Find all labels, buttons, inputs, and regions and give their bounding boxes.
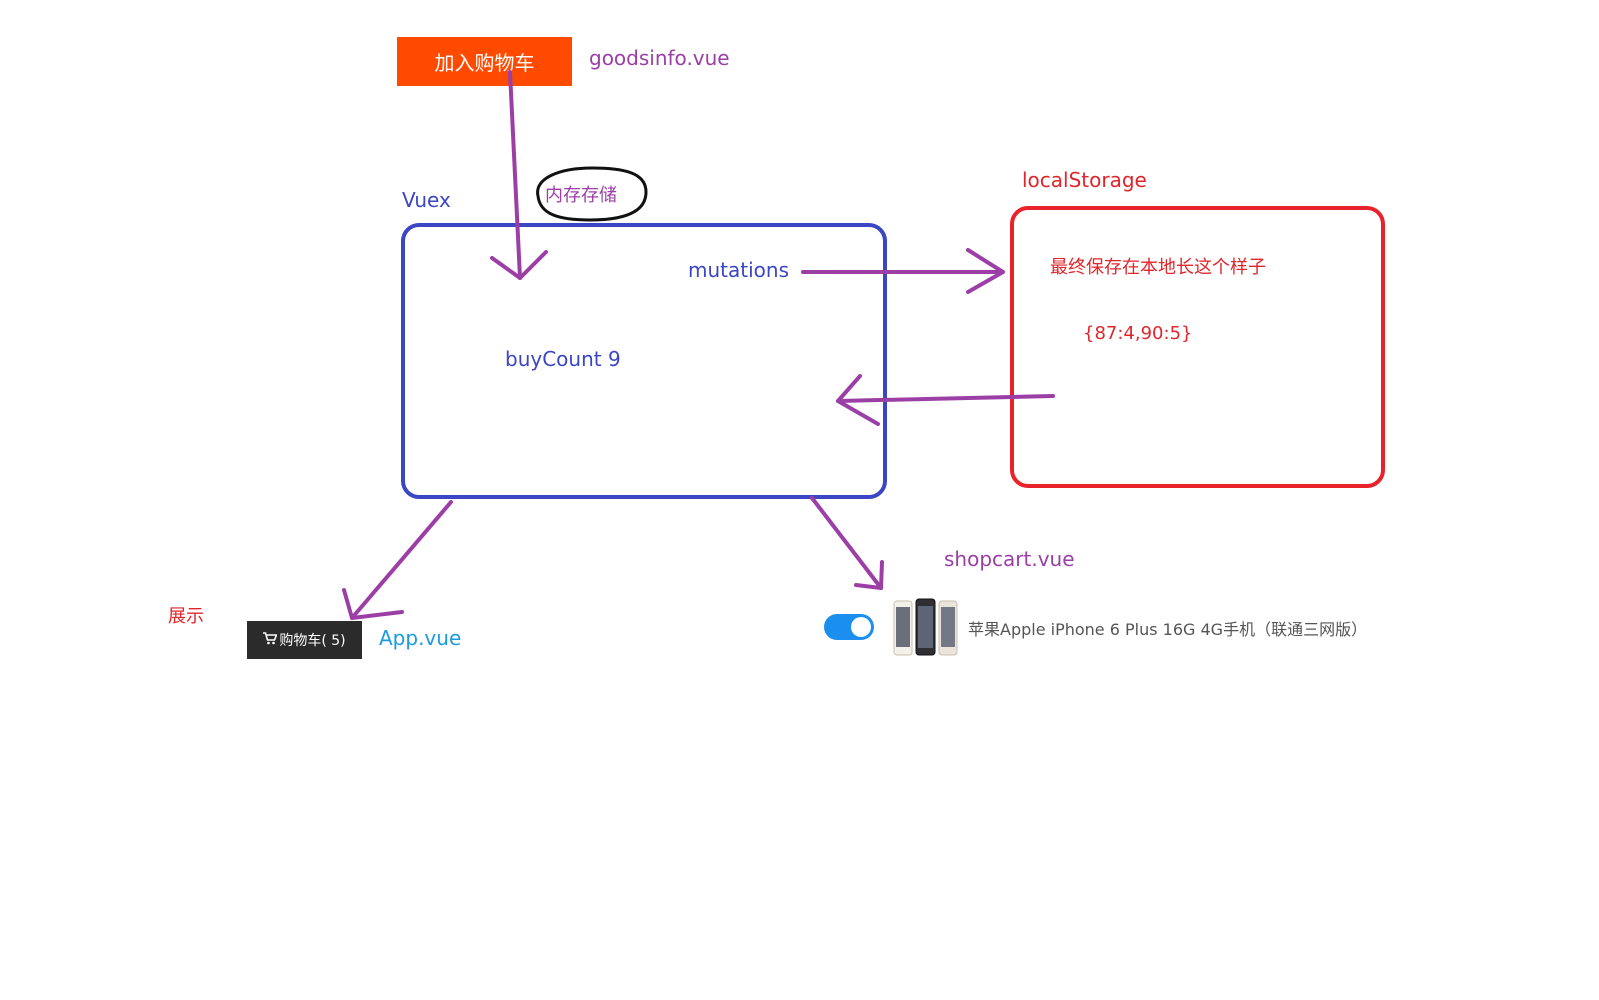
storage-sample-value: {87:4,90:5} [1083,323,1193,344]
shopcart-vue-label: shopcart.vue [944,547,1075,571]
add-to-cart-button[interactable]: 加入购物车 [397,37,572,86]
arrow-vuex-to-shopcart [810,496,883,590]
cart-icon [263,631,279,649]
display-label: 展示 [168,606,204,627]
product-name: 苹果Apple iPhone 6 Plus 16G 4G手机（联通三网版） [968,620,1368,639]
memory-note-circle [536,166,648,222]
vuex-label: Vuex [402,188,451,212]
vuex-store-box [401,223,887,499]
arrow-vuex-to-shopcart-head [854,560,884,590]
item-select-toggle[interactable] [824,614,874,640]
memory-note-label: 内存存储 [545,185,617,206]
localstorage-box [1010,206,1385,488]
arrow-storage-to-vuex [836,394,1055,403]
arrow-button-to-vuex-head [490,250,548,280]
final-saved-label: 最终保存在本地长这个样子 [1050,257,1266,278]
localstorage-label: localStorage [1022,168,1147,192]
buycount-label: buyCount 9 [505,347,621,371]
arrow-button-to-vuex [508,70,522,280]
cart-badge[interactable]: 购物车( 5) [247,621,362,659]
arrow-vuex-to-app-head [342,588,404,620]
toggle-knob [851,617,871,637]
goodsinfo-label: goodsinfo.vue [589,46,730,70]
arrow-vuex-to-app [350,500,453,620]
arrow-mutations-to-storage-head [966,248,1005,294]
mutations-label: mutations [688,258,789,282]
cart-badge-text: 购物车( 5) [279,633,346,649]
phone-image-icon [890,597,960,657]
arrow-storage-to-vuex-head [836,374,880,426]
app-vue-label: App.vue [379,626,462,650]
